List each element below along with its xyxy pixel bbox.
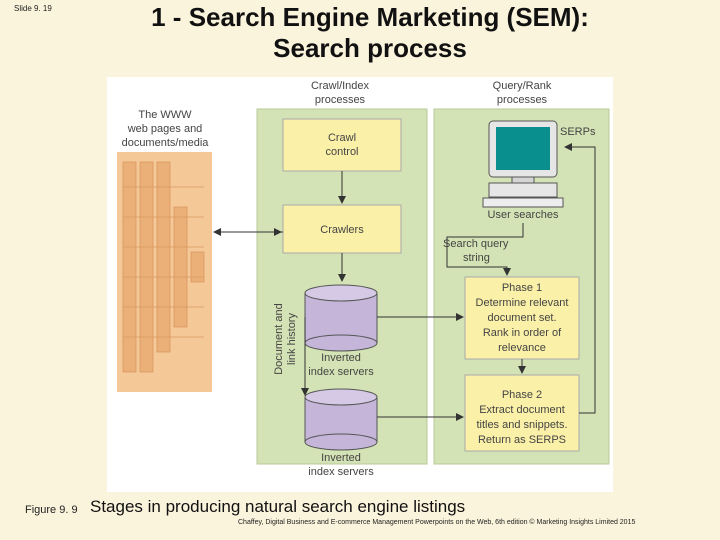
- footer-credit: Chaffey, Digital Business and E-commerce…: [238, 519, 636, 526]
- computer-icon: [482, 120, 564, 208]
- search-query-line1: Search query: [443, 238, 509, 250]
- col-query-line1: Query/Rank: [493, 80, 552, 92]
- phase1-line1: Phase 1: [502, 282, 542, 294]
- phase1-line5: relevance: [498, 342, 546, 354]
- phase1-line3: document set.: [487, 312, 556, 324]
- phase1-line2: Determine relevant: [476, 297, 569, 309]
- crawlers-label: Crawlers: [320, 224, 364, 236]
- col-crawl-line1: Crawl/Index: [311, 80, 370, 92]
- slide-number: Slide 9. 19: [14, 4, 52, 13]
- doc-history-line2: link history: [286, 313, 298, 365]
- phase2-box: [464, 374, 580, 452]
- crawl-control-box: [282, 118, 402, 172]
- doc-history-line1: Document and: [273, 303, 285, 375]
- figure-caption: Stages in producing natural search engin…: [90, 497, 466, 516]
- inverted1-line2: index servers: [308, 366, 374, 378]
- query-arrow: [446, 223, 524, 276]
- phase2-line2: Extract document: [479, 404, 565, 416]
- slide-title-line1: 1 - Search Engine Marketing (SEM):: [151, 2, 589, 32]
- www-label-line3: documents/media: [122, 137, 210, 149]
- phase1-line4: Rank in order of: [483, 327, 562, 339]
- col-query-line2: processes: [497, 94, 548, 106]
- figure-label: Figure 9. 9: [25, 504, 78, 516]
- www-label-line2: web pages and: [127, 123, 203, 135]
- phase2-line3: titles and snippets.: [476, 419, 567, 431]
- crawlers-box: [282, 204, 402, 254]
- serps-return-arrow: [564, 143, 596, 414]
- phase2-line4: Return as SERPS: [478, 434, 566, 446]
- crawl-control-line1: Crawl: [328, 132, 356, 144]
- serps-label: SERPs: [560, 126, 596, 138]
- inverted1-line1: Inverted: [321, 352, 361, 364]
- inverted-index-cylinder-2: [304, 388, 378, 451]
- crawl-control-line2: control: [325, 146, 358, 158]
- slide-title: 1 - Search Engine Marketing (SEM): Searc…: [80, 2, 660, 64]
- col-crawl-line2: processes: [315, 94, 366, 106]
- inverted2-line1: Inverted: [321, 452, 361, 464]
- inverted-index-cylinder-1: [304, 284, 378, 352]
- phase1-box: [464, 276, 580, 360]
- slide-title-line2: Search process: [273, 33, 467, 63]
- search-query-line2: string: [463, 252, 490, 264]
- web-pages-icon: [122, 161, 205, 373]
- phase2-line1: Phase 2: [502, 389, 542, 401]
- user-searches-label: User searches: [488, 209, 559, 221]
- www-label-line1: The WWW: [138, 109, 192, 121]
- search-process-diagram: Crawl/Index processes Query/Rank process…: [107, 77, 613, 492]
- inverted2-line2: index servers: [308, 466, 374, 478]
